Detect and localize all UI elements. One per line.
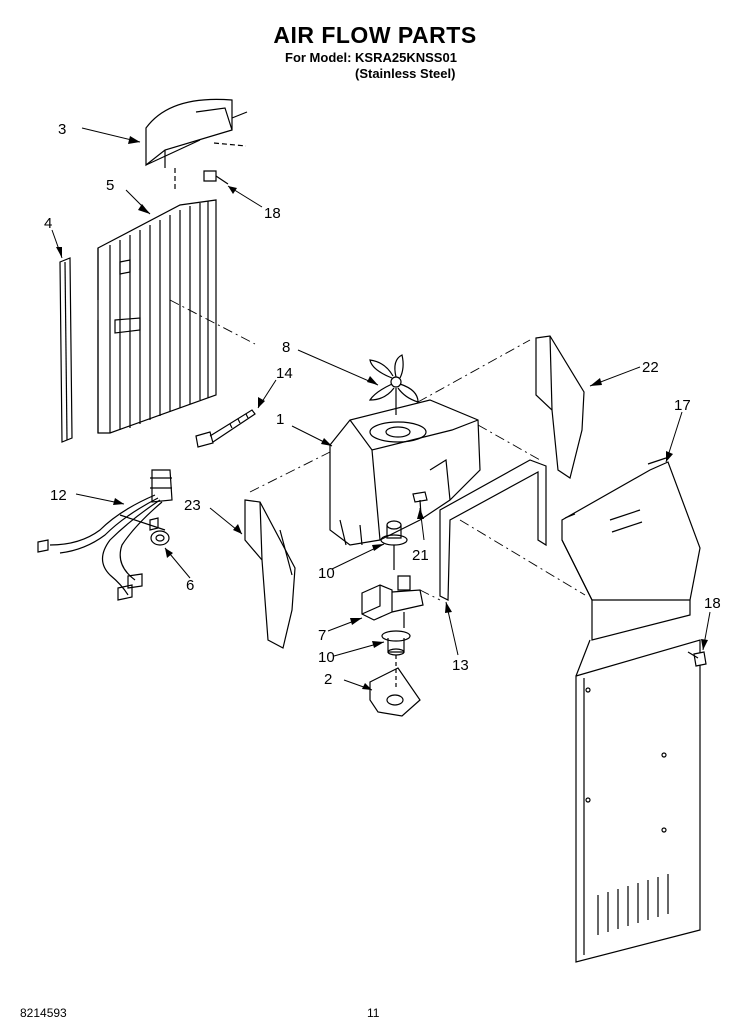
variant-line: (Stainless Steel) — [355, 66, 456, 81]
callouts: 3 5 4 18 8 14 1 12 23 6 10 21 7 10 2 13 … — [44, 121, 721, 688]
callout-4: 4 — [44, 215, 52, 232]
callout-18-right: 18 — [704, 595, 721, 612]
part-18-screw-right — [687, 651, 707, 667]
part-7-fan-motor — [361, 575, 424, 628]
callout-13: 13 — [452, 657, 469, 674]
part-17-air-tower — [561, 457, 701, 641]
callout-18-top: 18 — [264, 205, 281, 222]
part-10-motor-mount-upper — [380, 520, 408, 570]
arrow-heads — [56, 136, 708, 690]
document-number: 8214593 — [20, 1006, 67, 1020]
callout-10-upper: 10 — [318, 565, 335, 582]
part-14-cable-tie — [195, 409, 256, 448]
callout-22: 22 — [642, 359, 659, 376]
assembly-lines — [169, 299, 586, 601]
page-title: AIR FLOW PARTS — [273, 22, 477, 48]
callout-7: 7 — [318, 627, 326, 644]
callout-17: 17 — [674, 397, 691, 414]
callout-10-lower: 10 — [318, 649, 335, 666]
callout-5: 5 — [106, 177, 114, 194]
callout-3: 3 — [58, 121, 66, 138]
part-4-seal-strip — [59, 257, 73, 443]
leader-lines — [51, 127, 711, 691]
callout-14: 14 — [276, 365, 293, 382]
part-10-motor-mount-lower — [381, 630, 411, 656]
part-22-right-duct — [535, 335, 585, 479]
callout-2: 2 — [324, 671, 332, 688]
model-line: For Model: KSRA25KNSS01 — [285, 50, 457, 65]
callout-1: 1 — [276, 411, 284, 428]
callout-21: 21 — [412, 547, 429, 564]
part-3-duct-cover — [145, 98, 248, 190]
part-5-evaporator-grille — [97, 199, 217, 434]
part-6-grommet — [150, 530, 170, 546]
callout-8: 8 — [282, 339, 290, 356]
part-12-wire-harness — [37, 469, 173, 601]
part-18-screw-top — [203, 170, 229, 185]
part-1-fan-housing — [329, 399, 481, 546]
air-tower-panel — [575, 639, 701, 963]
callout-12: 12 — [50, 487, 67, 504]
part-23-left-duct — [244, 499, 296, 649]
part-13-seal — [439, 459, 547, 601]
part-8-fan-blade — [368, 354, 419, 415]
callout-23: 23 — [184, 497, 201, 514]
part-2-bracket — [369, 655, 421, 717]
callout-6: 6 — [186, 577, 194, 594]
page-number: 11 — [367, 1006, 380, 1020]
